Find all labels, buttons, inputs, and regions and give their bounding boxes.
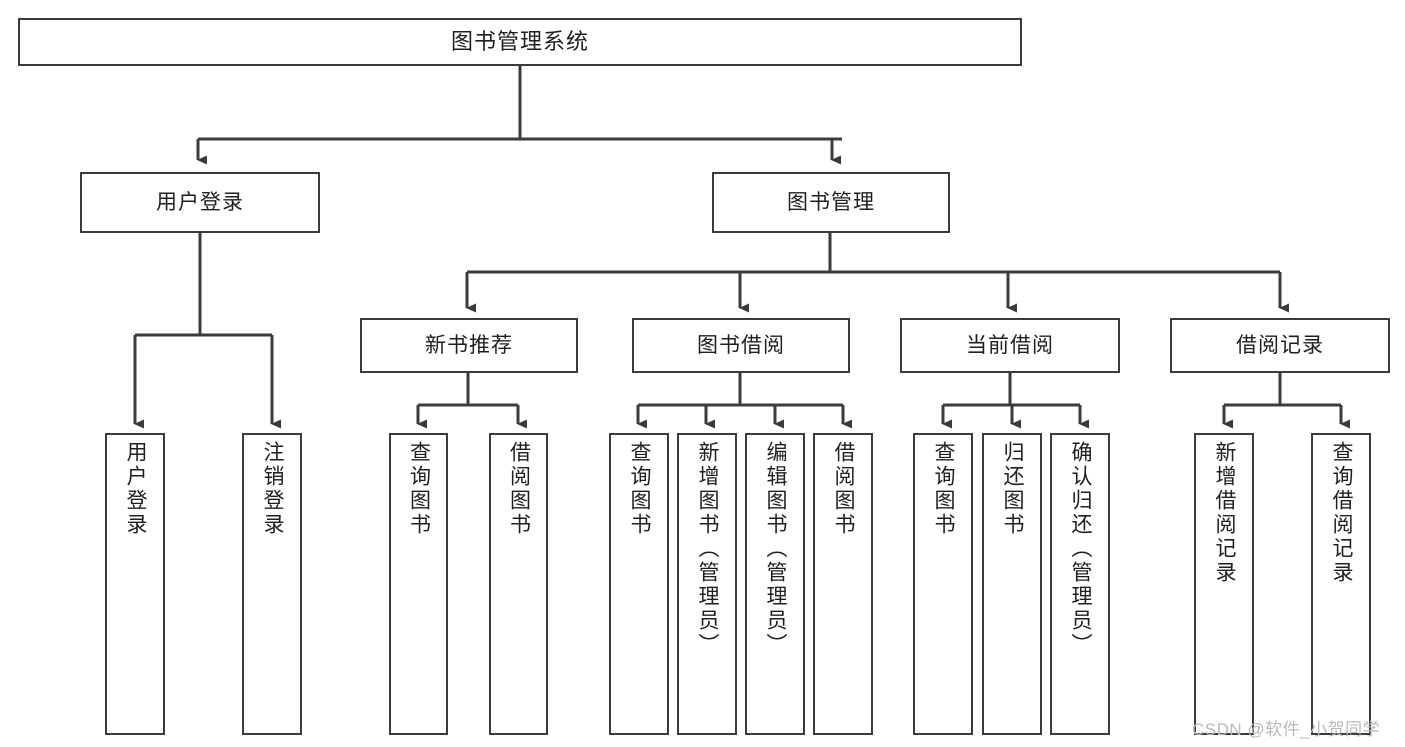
node-label: 查询图书 (407, 441, 431, 537)
node-label: 图书借阅 (697, 333, 785, 357)
node-label: 编辑图书（管理员） (764, 441, 788, 657)
leaf-book-borrow-add[interactable]: 新增图书（管理员） (677, 433, 737, 735)
node-borrow-record[interactable]: 借阅记录 (1170, 318, 1390, 373)
leaf-borrow-record-query[interactable]: 查询借阅记录 (1311, 433, 1371, 735)
node-label: 新书推荐 (425, 333, 513, 357)
node-label: 借阅图书 (507, 441, 531, 537)
node-label: 归还图书 (1001, 441, 1025, 537)
node-label: 注销登录 (261, 441, 285, 537)
leaf-user-login-logout[interactable]: 注销登录 (242, 433, 302, 735)
node-label: 查询图书 (628, 441, 652, 537)
node-label: 借阅图书 (832, 441, 856, 537)
leaf-borrow-record-add[interactable]: 新增借阅记录 (1194, 433, 1254, 735)
leaf-user-login-login[interactable]: 用户登录 (105, 433, 165, 735)
leaf-book-borrow-borrow[interactable]: 借阅图书 (813, 433, 873, 735)
node-label: 查询图书 (932, 441, 956, 537)
node-label: 新增借阅记录 (1213, 441, 1237, 585)
node-book-management[interactable]: 图书管理 (712, 172, 950, 233)
node-label: 新增图书（管理员） (696, 441, 720, 657)
node-new-book-recommend[interactable]: 新书推荐 (360, 318, 578, 373)
leaf-current-borrow-query[interactable]: 查询图书 (913, 433, 973, 735)
node-current-borrow[interactable]: 当前借阅 (900, 318, 1120, 373)
node-label: 借阅记录 (1236, 333, 1324, 357)
node-book-borrow[interactable]: 图书借阅 (632, 318, 850, 373)
node-label: 图书管理系统 (450, 28, 589, 54)
node-label: 当前借阅 (966, 333, 1054, 357)
leaf-current-borrow-confirm-return[interactable]: 确认归还（管理员） (1050, 433, 1110, 735)
leaf-new-book-query[interactable]: 查询图书 (389, 433, 448, 735)
node-root-book-management-system[interactable]: 图书管理系统 (18, 18, 1022, 66)
node-label: 查询借阅记录 (1330, 441, 1354, 585)
leaf-current-borrow-return[interactable]: 归还图书 (982, 433, 1042, 735)
node-label: 用户登录 (124, 441, 148, 537)
node-label: 确认归还（管理员） (1069, 441, 1093, 657)
leaf-book-borrow-query[interactable]: 查询图书 (609, 433, 669, 735)
node-user-login[interactable]: 用户登录 (80, 172, 320, 233)
node-label: 用户登录 (156, 190, 244, 214)
leaf-new-book-borrow[interactable]: 借阅图书 (489, 433, 548, 735)
csdn-watermark: CSDN @软件_小贺同学 (1192, 720, 1381, 739)
node-label: 图书管理 (787, 190, 875, 214)
leaf-book-borrow-edit[interactable]: 编辑图书（管理员） (745, 433, 805, 735)
